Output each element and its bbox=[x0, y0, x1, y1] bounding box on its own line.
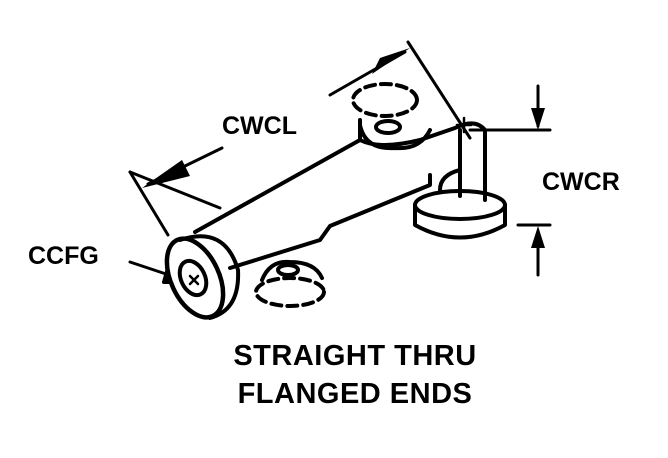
pipe-body bbox=[164, 82, 507, 320]
cwcl-dimension bbox=[128, 40, 472, 237]
title-line-1: STRAIGHT THRU bbox=[233, 340, 477, 372]
cwcr-label: CWCR bbox=[542, 168, 620, 196]
title-line-2: FLANGED ENDS bbox=[237, 378, 473, 410]
ccfg-label: CCFG bbox=[28, 242, 99, 270]
cwcl-label: CWCL bbox=[222, 112, 297, 140]
cwcr-dimension bbox=[468, 84, 552, 277]
